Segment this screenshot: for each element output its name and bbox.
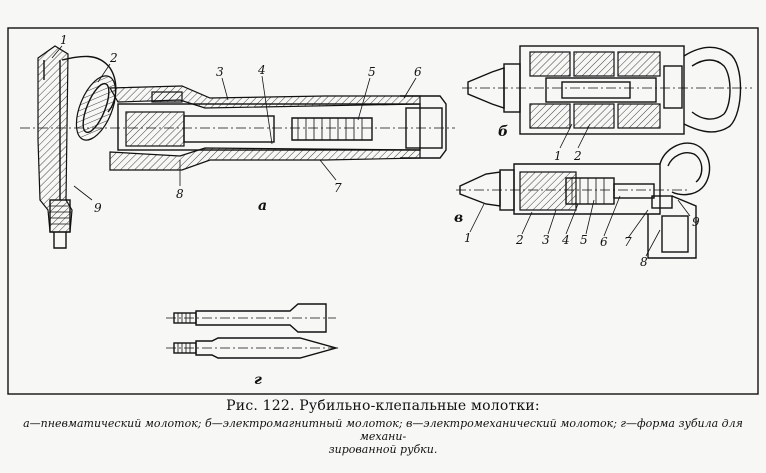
label-a-8: 8 [176, 187, 184, 201]
label-b-2: 2 [573, 149, 582, 163]
drawing-v-electromechanical-hammer: 1 2 3 4 5 6 7 8 9 в [454, 142, 711, 269]
label-a-2: 2 [109, 51, 118, 65]
view-label-b: б [498, 124, 508, 140]
label-v-3: 3 [542, 233, 550, 247]
caption-title: Рис. 122. Рубильно-клепальные молотки: [226, 398, 540, 414]
label-a-9: 9 [94, 201, 102, 215]
label-v-8: 8 [640, 255, 648, 269]
caption-line-1: а—пневматический молоток; б—электромагни… [23, 417, 743, 443]
label-a-5: 5 [368, 65, 376, 79]
label-b-1: 1 [554, 149, 562, 163]
label-a-3: 3 [216, 65, 224, 79]
view-label-g: г [254, 372, 262, 388]
label-a-4: 4 [257, 63, 266, 77]
caption-text: а—пневматический молоток; б—электромагни… [6, 417, 760, 456]
label-a-7: 7 [334, 181, 342, 195]
drawing-g-chisel-shapes: г [166, 303, 340, 388]
label-v-2: 2 [515, 233, 524, 247]
label-v-9: 9 [692, 215, 700, 229]
figure-frame [7, 27, 759, 395]
label-v-5: 5 [580, 233, 588, 247]
label-a-1: 1 [60, 33, 68, 47]
label-v-4: 4 [561, 233, 570, 247]
drawing-b-electromagnetic-hammer: 1 2 б [462, 45, 752, 163]
view-label-a: a [258, 198, 267, 214]
label-v-7: 7 [624, 235, 632, 249]
label-a-6: 6 [414, 65, 422, 79]
caption-line-2: зированной рубки. [328, 443, 438, 456]
view-label-v: в [454, 210, 463, 226]
label-v-6: 6 [600, 235, 608, 249]
drawing-a-pneumatic-hammer: 1 2 3 4 5 6 7 8 9 a [20, 33, 455, 249]
label-v-1: 1 [464, 231, 472, 245]
